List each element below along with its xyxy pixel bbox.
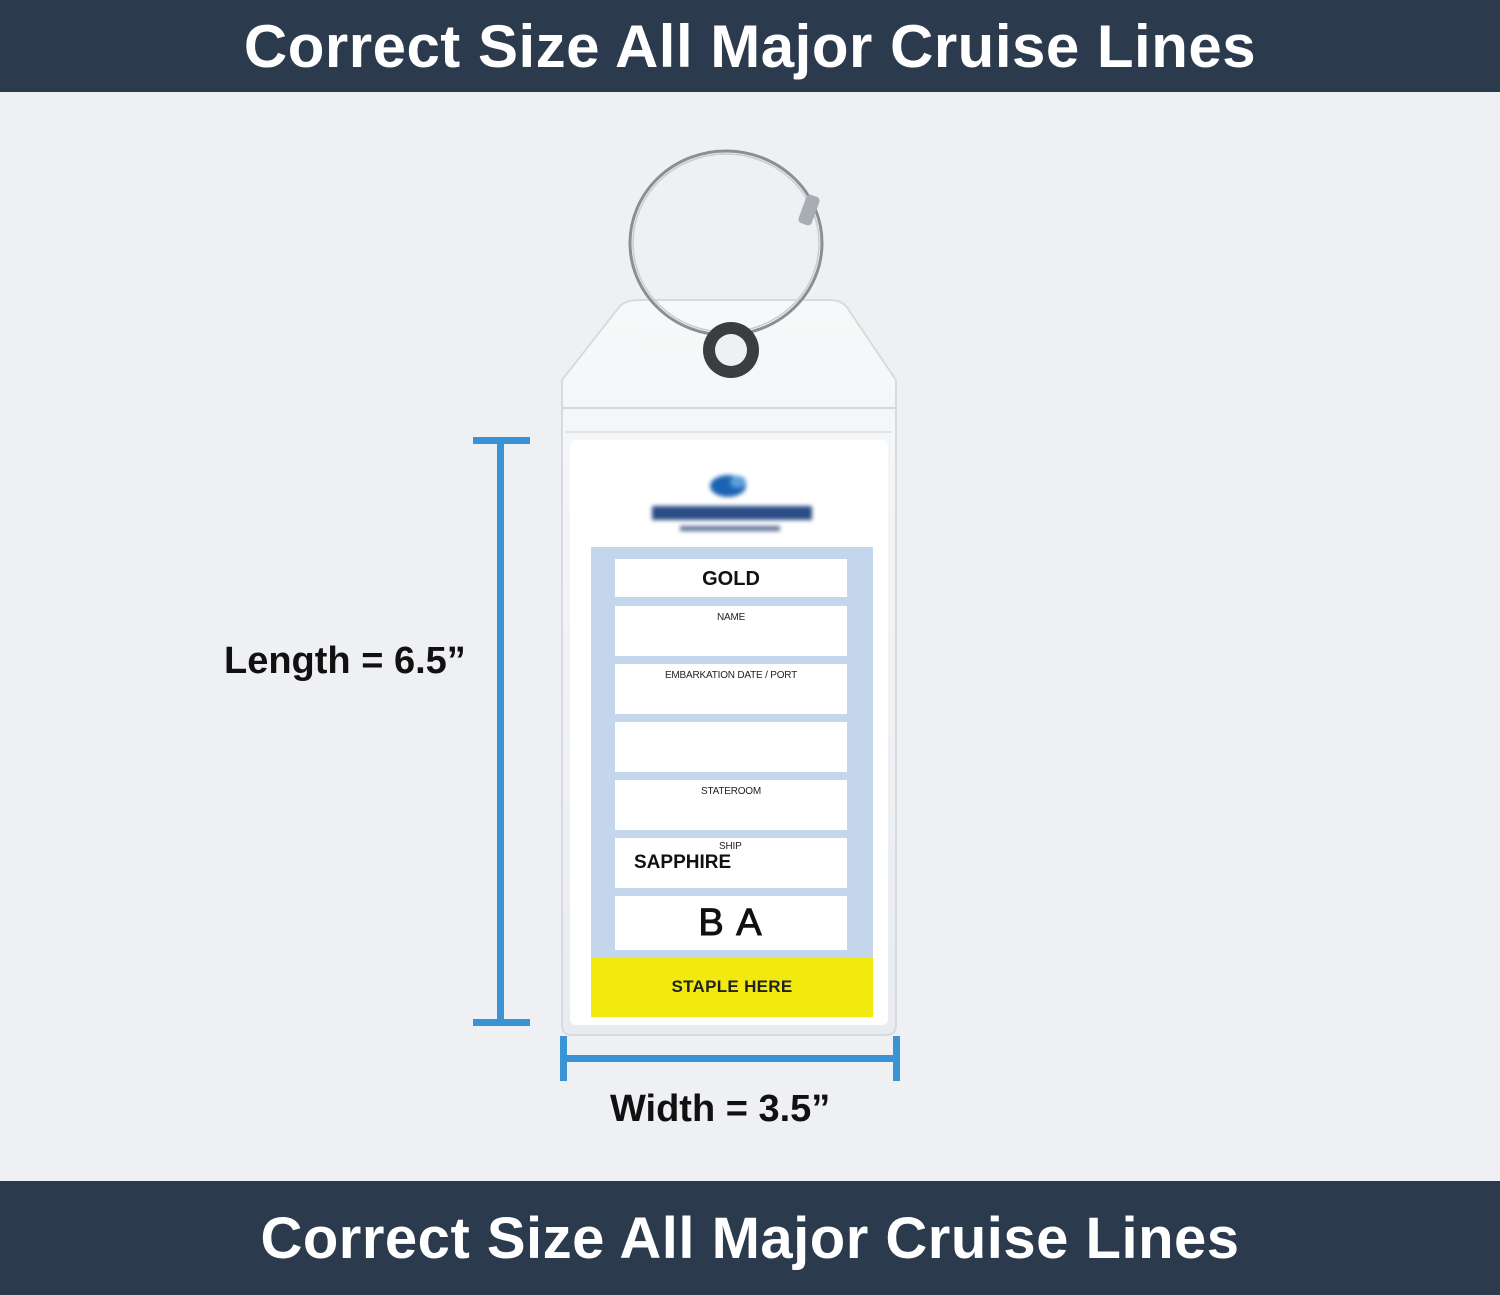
ship-value: SAPPHIRE xyxy=(634,852,732,873)
embarkation-field: EMBARKATION DATE / PORT xyxy=(615,664,847,714)
top-banner-text: Correct Size All Major Cruise Lines xyxy=(243,12,1257,80)
status-field: GOLD xyxy=(615,559,847,597)
status-value: GOLD xyxy=(702,568,760,590)
blank-field xyxy=(615,722,847,772)
stateroom-field: STATEROOM xyxy=(615,780,847,830)
length-bar-bottom-cap xyxy=(473,1019,530,1026)
embarkation-label: EMBARKATION DATE / PORT xyxy=(664,670,798,681)
staple-label: STAPLE HERE xyxy=(671,977,793,996)
staple-here-area: STAPLE HERE xyxy=(591,957,873,1017)
ship-label: SHIP xyxy=(719,841,742,852)
grommet-icon xyxy=(703,322,759,378)
code-field: B A xyxy=(615,896,847,950)
ship-field: SHIP SAPPHIRE xyxy=(615,838,847,888)
top-banner: Correct Size All Major Cruise Lines xyxy=(0,0,1500,92)
width-bar xyxy=(560,1055,900,1062)
length-label: Length = 6.5” xyxy=(224,640,466,682)
ring-icon xyxy=(630,151,822,335)
width-bar-right-cap xyxy=(893,1036,900,1081)
bottom-banner-text: Correct Size All Major Cruise Lines xyxy=(260,1205,1240,1271)
length-bar xyxy=(497,437,504,1026)
stateroom-label: STATEROOM xyxy=(700,786,762,797)
bottom-banner: Correct Size All Major Cruise Lines xyxy=(0,1181,1500,1295)
cruise-logo-icon xyxy=(652,475,812,531)
code-value: B A xyxy=(698,902,764,945)
width-label: Width = 3.5” xyxy=(610,1088,831,1130)
name-label: NAME xyxy=(716,612,746,623)
name-field: NAME xyxy=(615,606,847,656)
